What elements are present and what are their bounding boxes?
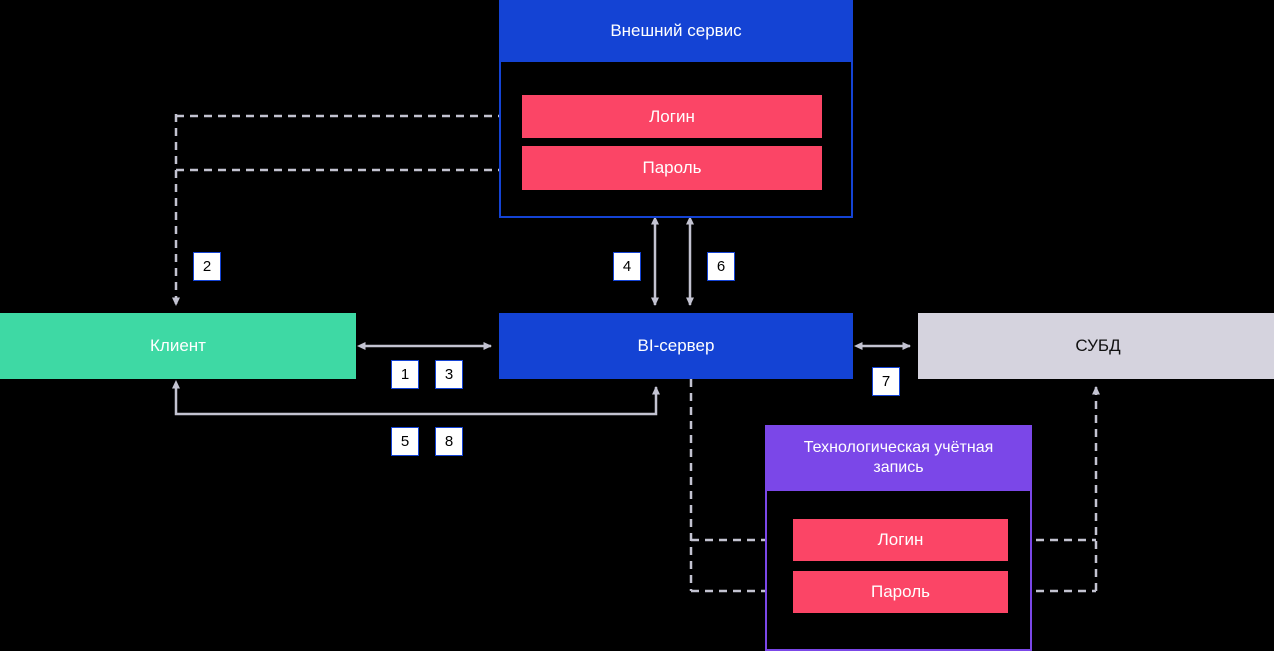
tech-account-password-field: Пароль: [793, 571, 1008, 613]
step-badge-3: 3: [435, 360, 463, 389]
step-badge-2: 2: [193, 252, 221, 281]
step-badge-1: 1: [391, 360, 419, 389]
tech-account-header: Технологическая учётная запись: [765, 425, 1032, 491]
connector-external-biserver: [651, 216, 694, 306]
step-badge-4: 4: [613, 252, 641, 281]
external-service-password-field: Пароль: [522, 146, 822, 190]
step-badge-6: 6: [707, 252, 735, 281]
connector-biserver-client-return: [172, 380, 660, 416]
external-service-login-field: Логин: [522, 95, 822, 138]
bi-server-node: BI-сервер: [499, 313, 853, 379]
step-badge-8: 8: [435, 427, 463, 456]
dbms-node: СУБД: [918, 313, 1274, 379]
step-badge-7: 7: [872, 367, 900, 396]
external-service-header: Внешний сервис: [499, 0, 853, 62]
external-service-body: [499, 62, 853, 218]
connector-client-to-external-credentials: [172, 112, 514, 306]
step-badge-5: 5: [391, 427, 419, 456]
client-node: Клиент: [0, 313, 356, 379]
tech-account-login-field: Логин: [793, 519, 1008, 561]
